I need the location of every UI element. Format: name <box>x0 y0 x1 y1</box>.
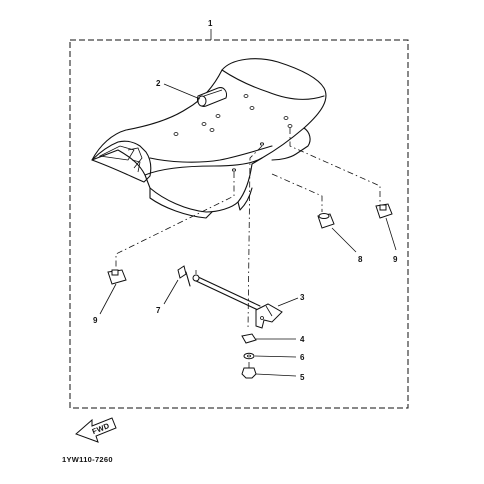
damper <box>317 213 335 229</box>
bolt-leader <box>255 373 297 377</box>
callout-damper-number: 8 <box>358 255 363 264</box>
seat-lock-leader <box>163 83 201 100</box>
mount-line-bracket <box>247 145 263 331</box>
hook-leader <box>163 279 179 305</box>
grommet-left-leader <box>99 283 117 315</box>
callout-assembly-number: 1 <box>208 19 213 28</box>
grommet-right-leader <box>385 217 397 251</box>
callout-grommet-left-number: 9 <box>93 316 98 325</box>
seat-lock-cylinder <box>197 87 227 107</box>
seat-illustration <box>91 58 327 219</box>
hook <box>177 265 191 287</box>
mount-line-left <box>115 172 235 270</box>
bolt <box>241 362 257 379</box>
grommet-left <box>107 269 127 285</box>
washer <box>243 352 255 360</box>
lock-rod <box>192 270 261 311</box>
assembly-frame <box>69 39 409 409</box>
callout-washer-number: 6 <box>300 353 305 362</box>
mount-line-right-grommet <box>289 128 381 202</box>
washer-leader <box>254 355 297 358</box>
clip <box>241 333 257 344</box>
lock-bracket <box>255 303 283 329</box>
callout-seat-lock-number: 2 <box>156 79 161 88</box>
forward-arrow-icon <box>75 417 117 443</box>
grommet-right <box>375 203 393 219</box>
drawing-code: 1YW110-7260 <box>62 455 113 464</box>
callout-bolt-number: 5 <box>300 373 305 382</box>
callout-clip-number: 4 <box>300 335 305 344</box>
damper-leader <box>331 227 357 253</box>
lock-bracket-leader <box>277 297 299 307</box>
callout-grommet-right-number: 9 <box>393 255 398 264</box>
callout-hook-number: 7 <box>156 306 161 315</box>
mount-line-right-damper <box>271 173 323 212</box>
callout-lock-bracket-number: 3 <box>300 293 305 302</box>
